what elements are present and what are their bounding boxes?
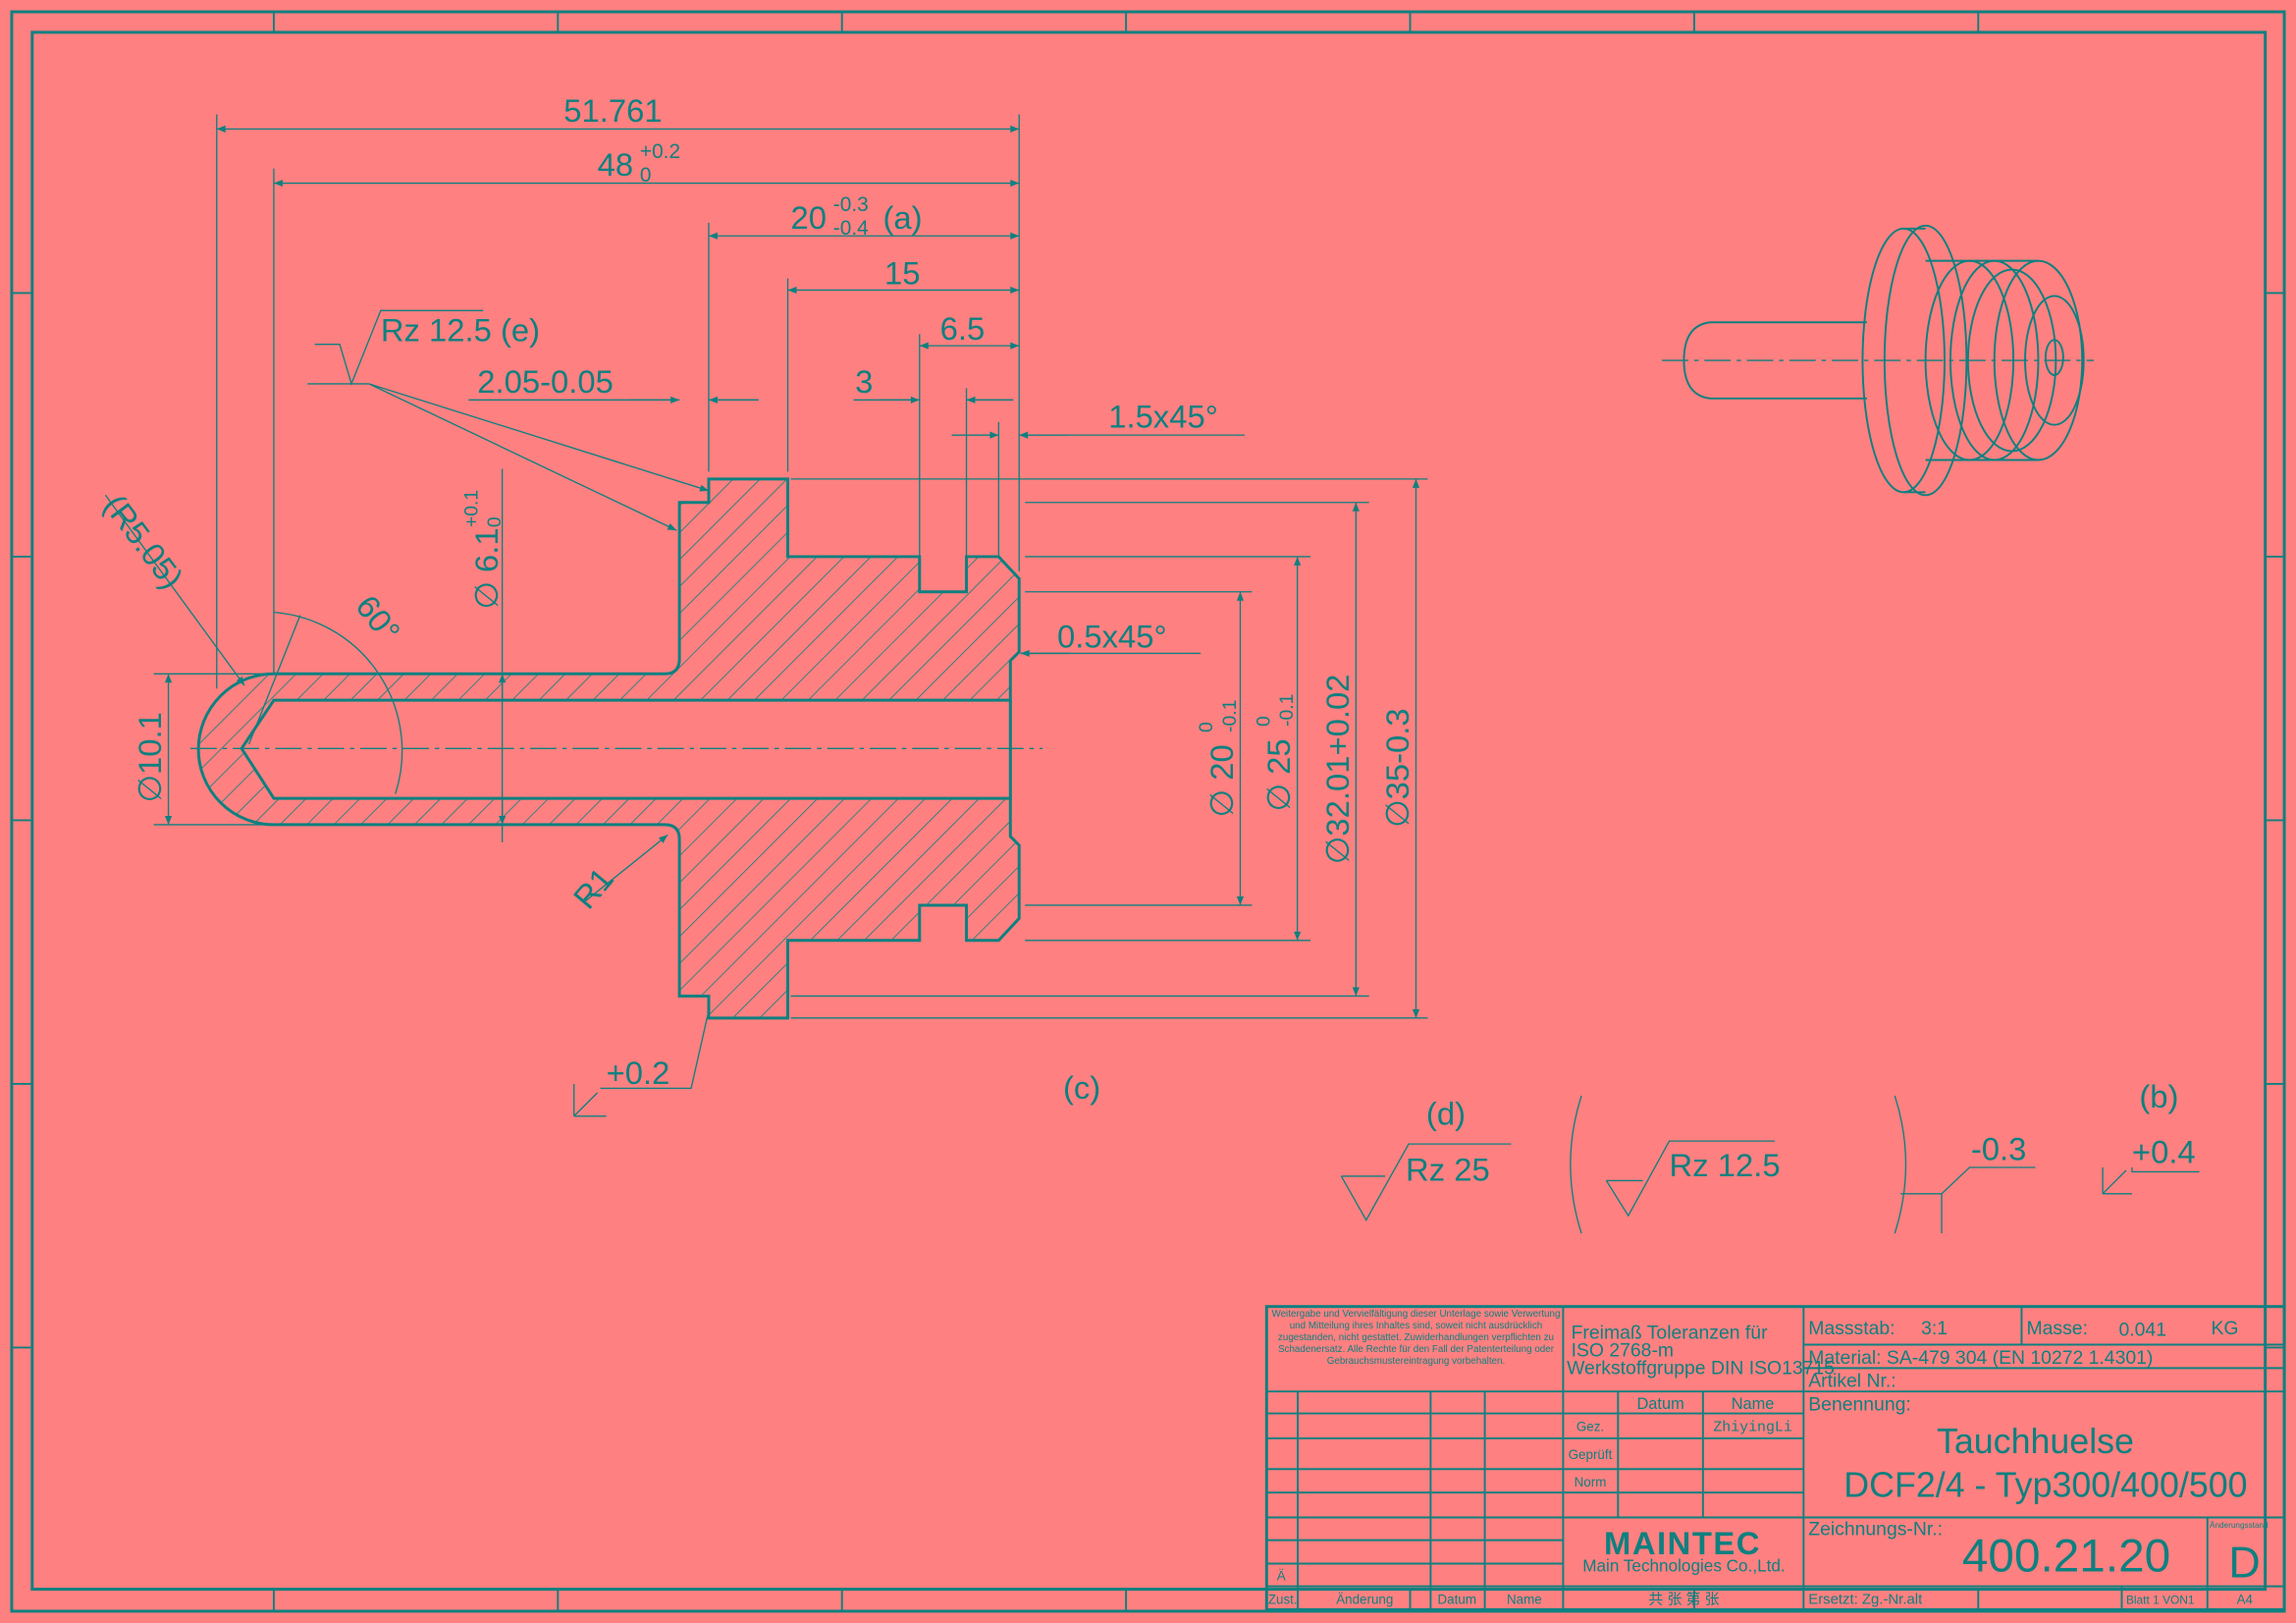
label-d: (d)	[1426, 1096, 1466, 1132]
mass-unit: KG	[2211, 1318, 2238, 1339]
copyright-notice: Weitergabe und Vervielfältigung dieser U…	[1271, 1309, 1561, 1367]
dim-dia-25: ∅ 25	[1260, 738, 1297, 811]
revision-row-mark: Ä	[1277, 1569, 1286, 1584]
label-c: (c)	[1063, 1069, 1100, 1106]
dim-6-5: 6.5	[940, 310, 986, 347]
revision-label: Änderungsstand	[2210, 1520, 2269, 1530]
dim-tip-radius: (R5.05)	[97, 488, 190, 596]
dim-48-tol-lower: 0	[640, 164, 652, 187]
dim-dia-20-tol-upper: 0	[1196, 722, 1217, 732]
datum-header: Datum	[1636, 1395, 1683, 1413]
tolerance-line-3: Werkstoffgruppe DIN ISO13715	[1567, 1357, 1835, 1379]
tolerance-plus-0-2: +0.2	[607, 1055, 670, 1091]
dim-step: 2.05-0.05	[477, 363, 614, 400]
col-name: Name	[1507, 1593, 1542, 1607]
sheet-number: Blatt 1 VON1	[2126, 1594, 2195, 1607]
dim-48-tol-upper: +0.2	[640, 140, 680, 163]
replaces: Ersetzt: Zg.-Nr.alt	[1808, 1593, 1923, 1608]
title-block: Weitergabe und Vervielfältigung dieser U…	[1264, 1305, 2286, 1611]
scale-value: 3:1	[1921, 1318, 1948, 1339]
roughness-e: Rz 12.5 (e)	[381, 312, 540, 349]
material: Material: SA-479 304 (EN 10272 1.4301)	[1808, 1347, 2153, 1369]
tolerance-line-1: Freimaß Toleranzen für	[1572, 1323, 1768, 1344]
drawing-title-1: Tauchhuelse	[1937, 1422, 2134, 1461]
dim-dia-25-tol-upper: 0	[1253, 716, 1274, 727]
norm-label: Norm	[1575, 1475, 1607, 1489]
col-zust: Zust.	[1268, 1593, 1298, 1607]
dim-15: 15	[884, 254, 920, 291]
dim-20: 20	[791, 199, 827, 236]
drawing-title-2: DCF2/4 - Typ300/400/500	[1843, 1466, 2247, 1505]
dim-3: 3	[855, 363, 873, 400]
revision-letter: D	[2228, 1539, 2260, 1588]
dim-20-note: (a)	[883, 199, 923, 236]
scale-label: Massstab:	[1808, 1318, 1895, 1339]
checked-label: Geprüft	[1569, 1447, 1613, 1462]
tolerance-minus-0-3: -0.3	[1971, 1131, 2027, 1167]
section-view	[104, 114, 1428, 1117]
drawn-label: Gez.	[1576, 1419, 1604, 1434]
paper-format: A4	[2237, 1593, 2254, 1607]
label-b: (b)	[2139, 1078, 2178, 1114]
dim-bore-tol-lower: 0	[484, 516, 506, 527]
tolerance-line-2: ISO 2768-m	[1572, 1339, 1674, 1361]
col-datum: Datum	[1438, 1593, 1476, 1607]
company-logo: MAINTEC	[1604, 1525, 1761, 1561]
col-aenderung: Änderung	[1336, 1593, 1393, 1607]
isometric-view	[1662, 224, 2095, 497]
dim-chamfer-0-5: 0.5x45°	[1057, 618, 1167, 654]
name-header: Name	[1732, 1395, 1775, 1413]
dim-cone-angle: 60°	[348, 588, 407, 649]
tolerance-plus-0-4: +0.4	[2132, 1134, 2196, 1170]
dim-chamfer-1-5: 1.5x45°	[1108, 399, 1218, 435]
drawing-frame	[10, 10, 2286, 1613]
dim-dia-20-tol-lower: -0.1	[1219, 700, 1241, 732]
sheets-cn: 共 张 第 张	[1648, 1591, 1719, 1608]
dim-bore-tol-upper: +0.1	[460, 490, 482, 527]
drawn-name: ZhiyingLi	[1713, 1420, 1792, 1435]
dim-dia-32: ∅32.01+0.02	[1319, 675, 1356, 865]
dim-bore-dia: ∅ 6.1	[468, 527, 505, 609]
dimension-labels: 51.761 48 +0.2 0 20 -0.3 -0.4 (a) 15 6.5…	[97, 92, 1415, 916]
designation-label: Benennung:	[1808, 1394, 1911, 1416]
dim-overall-length: 51.761	[563, 92, 662, 129]
company-name: Main Technologies Co.,Ltd.	[1582, 1556, 1785, 1576]
drawing-number: 400.21.20	[1962, 1531, 2170, 1583]
dim-dia-20: ∅ 20	[1203, 744, 1240, 817]
mass-label: Masse:	[2027, 1318, 2088, 1339]
dim-20-tol-upper: -0.3	[833, 193, 869, 216]
dim-tip-dia: ∅10.1	[132, 712, 168, 802]
mass-value: 0.041	[2119, 1320, 2167, 1341]
dim-20-tol-lower: -0.4	[833, 217, 869, 240]
dim-dia-35: ∅35-0.3	[1379, 708, 1415, 828]
bore	[240, 698, 1012, 800]
dim-dia-25-tol-lower: -0.1	[1276, 694, 1298, 727]
dim-fillet-r1: R1	[566, 861, 620, 916]
roughness-rz25: Rz 25	[1406, 1151, 1490, 1187]
drawing-no-label: Zeichnungs-Nr.:	[1808, 1518, 1943, 1540]
roughness-rz12-5: Rz 12.5	[1670, 1147, 1781, 1183]
dim-48: 48	[598, 146, 633, 183]
article-label: Artikel Nr.:	[1808, 1371, 1896, 1392]
surface-annotations: Rz 12.5 (e) +0.2 (c) (d) Rz 25 Rz 12.5 -…	[381, 312, 2200, 1234]
